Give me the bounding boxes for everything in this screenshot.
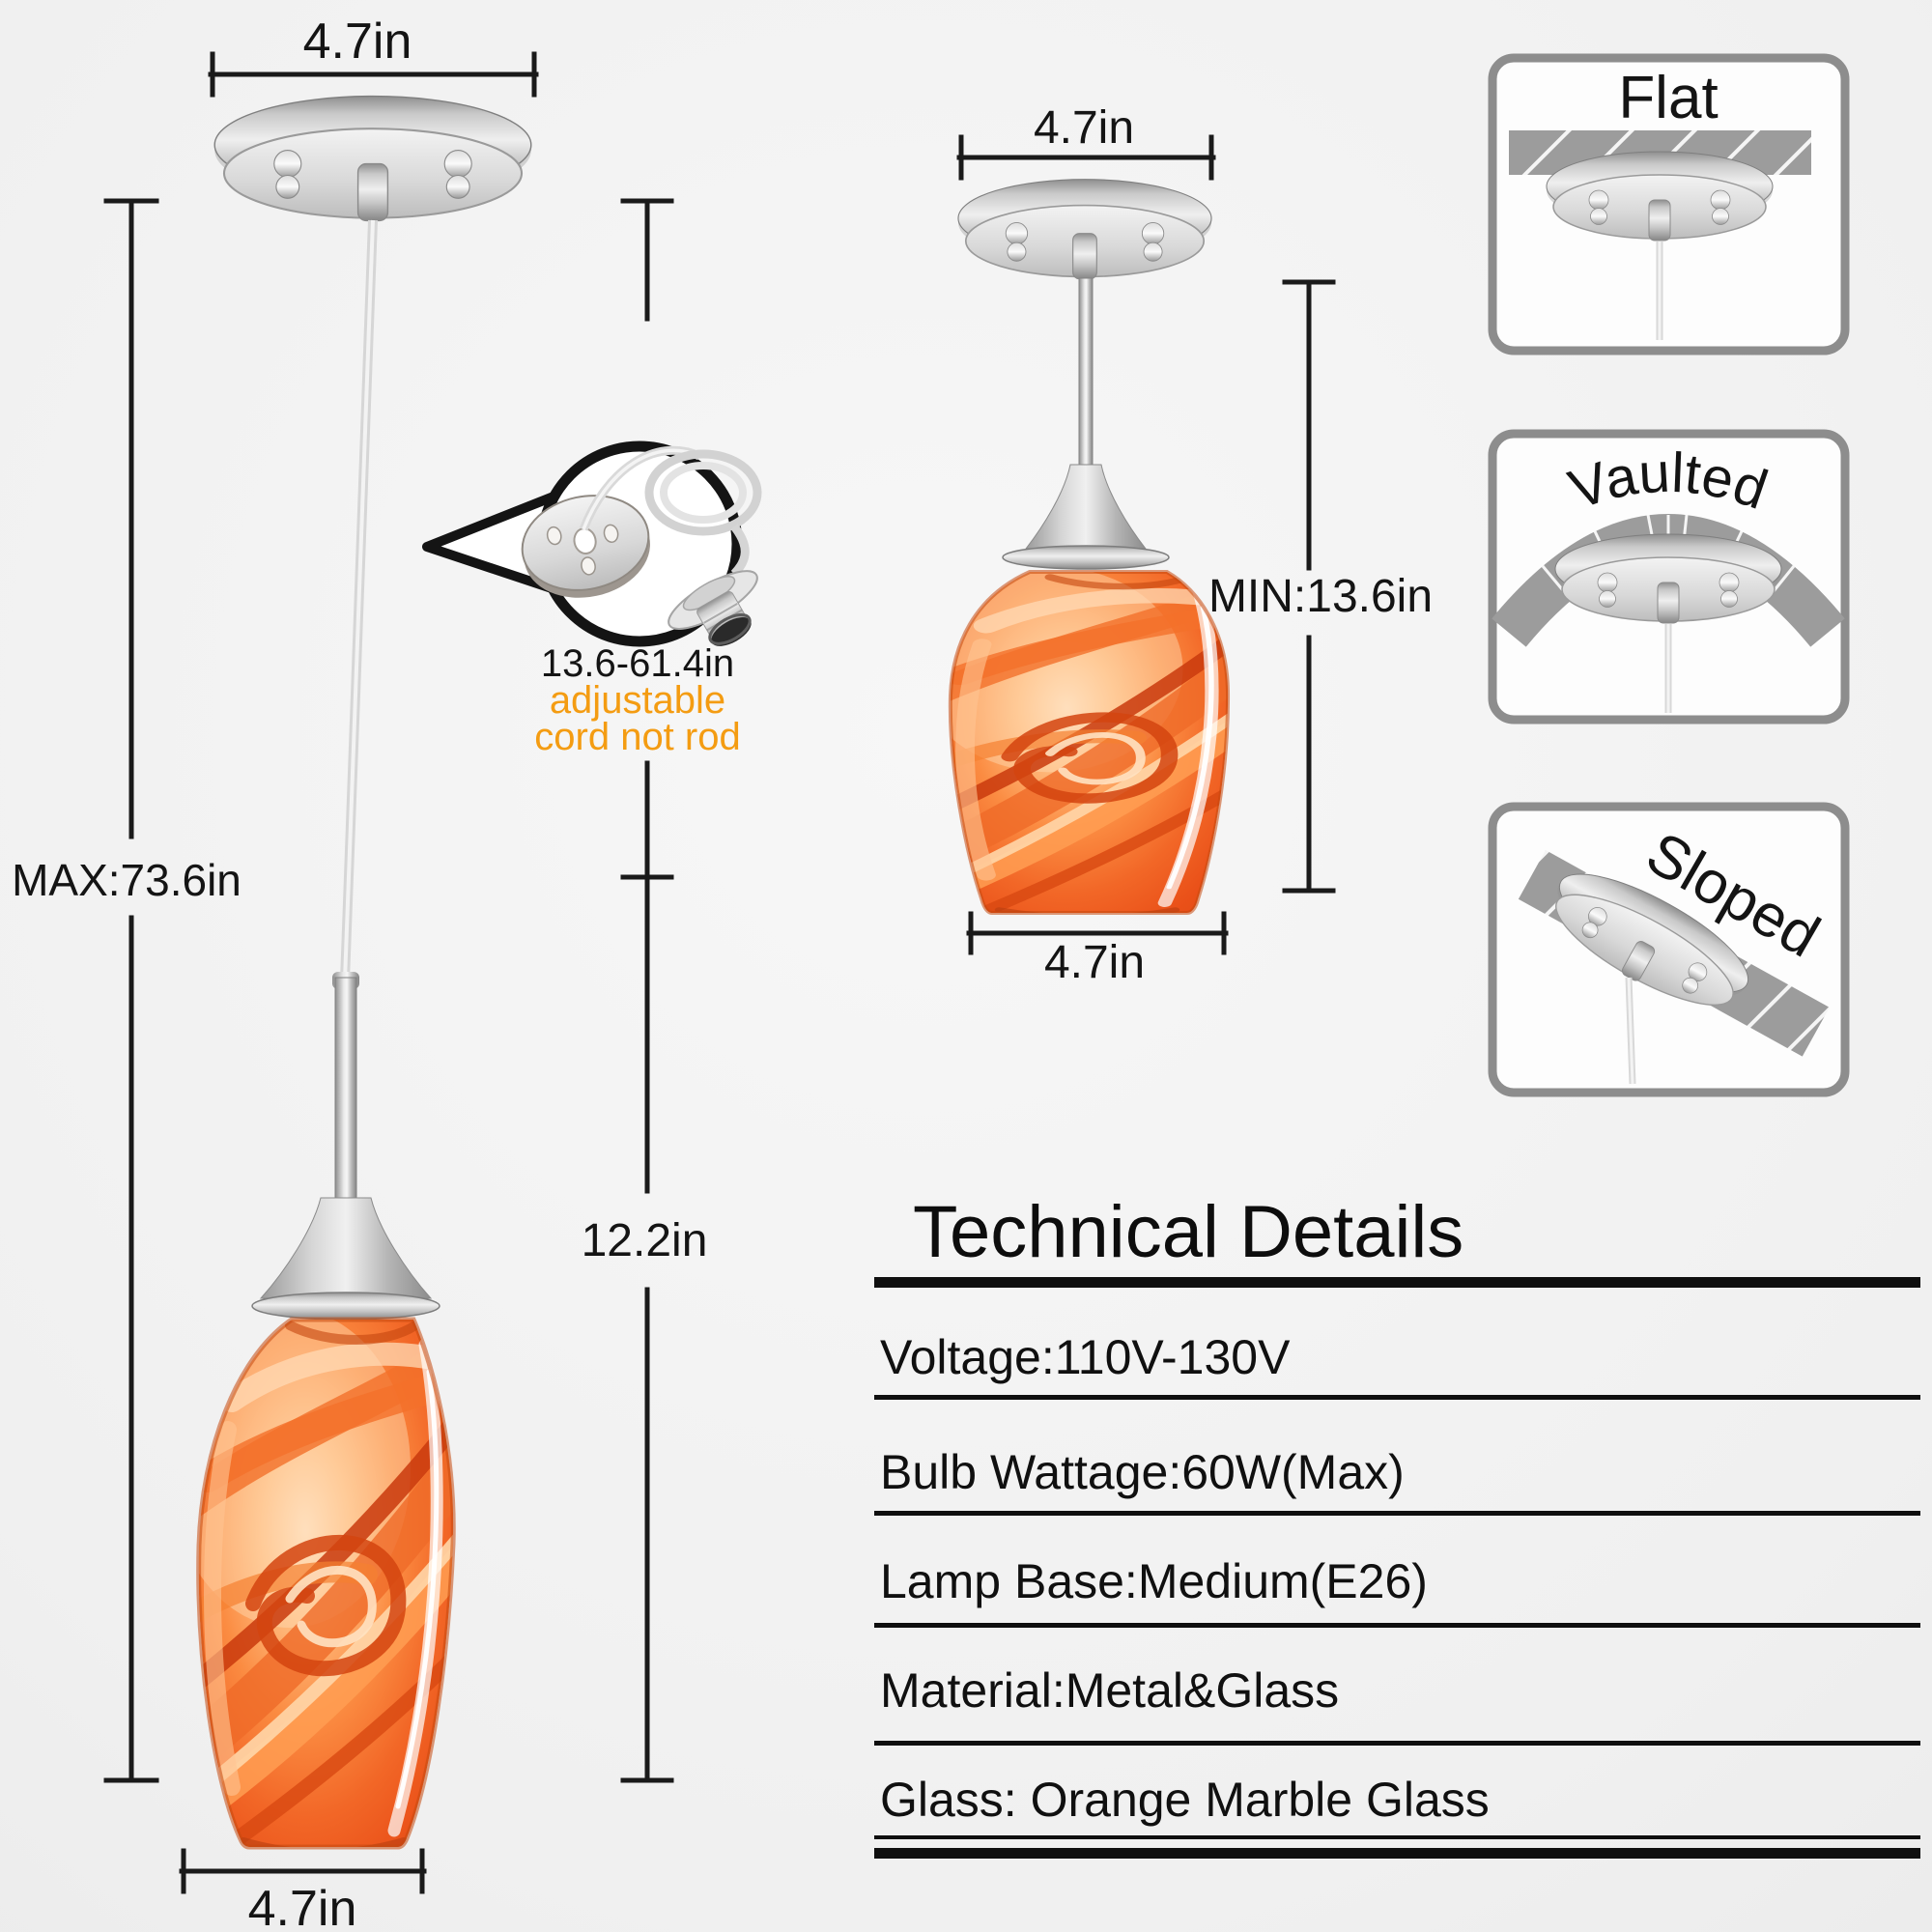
technical-details-section: Technical Details Voltage:110V-130V Bulb…	[874, 1190, 1920, 1886]
table-rule	[874, 1511, 1920, 1516]
dim-mid-shade-width	[966, 911, 1229, 955]
left-canopy	[213, 95, 532, 222]
min-height-label: MIN:13.6in	[1208, 571, 1433, 622]
mid-pendant-illustration	[948, 178, 1231, 915]
vaulted-canopy	[1554, 533, 1782, 624]
table-rule	[874, 1835, 1920, 1839]
dim-left-cord-and-shade	[620, 198, 674, 1783]
spec-row-material: Material:Metal&Glass	[880, 1663, 1340, 1718]
mount-panel-vaulted	[1488, 429, 1850, 724]
table-rule	[874, 1395, 1920, 1400]
spec-row-glass: Glass: Orange Marble Glass	[880, 1773, 1490, 1827]
socket-illustration	[668, 570, 758, 646]
mid-canopy	[957, 178, 1212, 280]
max-height-label: MAX:73.6in	[12, 855, 242, 905]
flat-canopy	[1546, 151, 1774, 242]
cord-note-line1: adjustable	[550, 679, 725, 722]
dim-left-shade-width	[179, 1848, 427, 1894]
left-socket-cone	[259, 1197, 433, 1299]
mount-label-flat: Flat	[1618, 65, 1718, 131]
spec-row-voltage: Voltage:110V-130V	[880, 1330, 1291, 1384]
spec-row-bulb-wattage: Bulb Wattage:60W(Max)	[880, 1445, 1405, 1499]
shade-height-label: 12.2in	[582, 1215, 708, 1266]
cord-kit-illustration	[521, 445, 762, 646]
left-cord	[340, 219, 378, 981]
left-canopy-width-label: 4.7in	[303, 14, 412, 70]
mount-panel-sloped	[1488, 802, 1850, 1097]
cord-note-line2: cord not rod	[534, 716, 740, 758]
left-shade-width-label: 4.7in	[248, 1881, 357, 1932]
cord-callout	[422, 440, 762, 647]
mid-cone-flange	[1002, 545, 1170, 570]
dim-left-max-height	[103, 198, 159, 1783]
dim-mid-min-height	[1282, 279, 1336, 894]
mount-panel-flat	[1488, 53, 1850, 355]
table-rule	[874, 1277, 1920, 1288]
table-rule	[874, 1623, 1920, 1628]
tech-details-title: Technical Details	[913, 1191, 1464, 1273]
mid-canopy-width-label: 4.7in	[1034, 102, 1134, 154]
mid-shade-width-label: 4.7in	[1044, 937, 1145, 988]
left-rod-stem	[334, 977, 357, 1199]
left-glass-shade	[196, 1317, 456, 1850]
left-pendant-illustration	[196, 95, 532, 1850]
cord-range-label: 13.6-61.4in	[541, 642, 734, 685]
dim-left-canopy-width	[208, 51, 539, 98]
mid-glass-shade	[948, 570, 1231, 915]
mid-socket-cone	[1024, 464, 1148, 550]
mid-rod	[1078, 277, 1094, 469]
table-rule	[874, 1741, 1920, 1746]
dim-mid-canopy-width	[956, 134, 1216, 181]
table-rule	[874, 1848, 1920, 1859]
spec-row-lamp-base: Lamp Base:Medium(E26)	[880, 1554, 1428, 1608]
left-cone-flange	[251, 1292, 440, 1321]
dimension-lines	[103, 51, 1336, 1894]
